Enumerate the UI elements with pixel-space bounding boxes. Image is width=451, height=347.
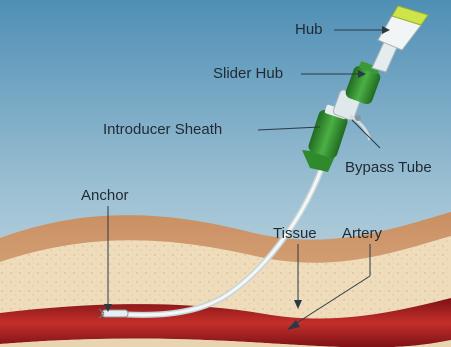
bypass-tube-label: Bypass Tube	[345, 160, 432, 175]
artery-label: Artery	[342, 226, 382, 241]
anchor-label: Anchor	[81, 188, 129, 203]
hub-label: Hub	[295, 22, 323, 37]
bypass-port	[355, 115, 361, 121]
anchor-device	[99, 309, 128, 318]
tissue-label: Tissue	[273, 226, 317, 241]
slider-hub-label: Slider Hub	[213, 66, 283, 81]
introducer-sheath-label: Introducer Sheath	[103, 122, 222, 137]
